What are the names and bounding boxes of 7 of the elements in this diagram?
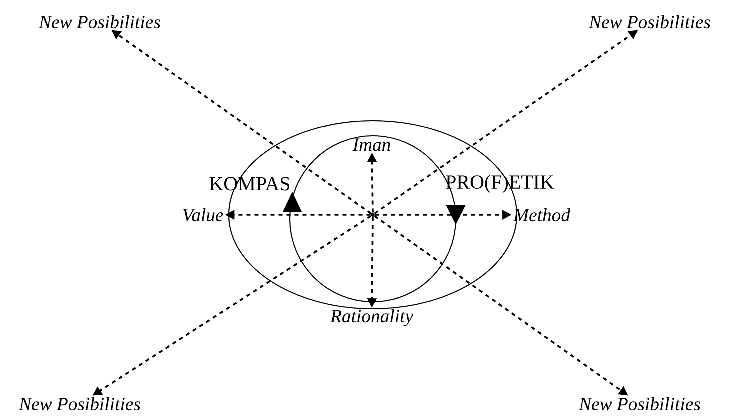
axis-label: New Posibilities <box>588 15 710 29</box>
axis-label: New Posibilities <box>38 15 160 29</box>
axis-label: Value <box>183 208 224 222</box>
axis-label: New Posibilities <box>18 397 140 411</box>
axis-label: New Posibilities <box>578 397 700 411</box>
axis-label: Rationality <box>330 310 414 326</box>
axis-label: Iman <box>352 138 390 152</box>
